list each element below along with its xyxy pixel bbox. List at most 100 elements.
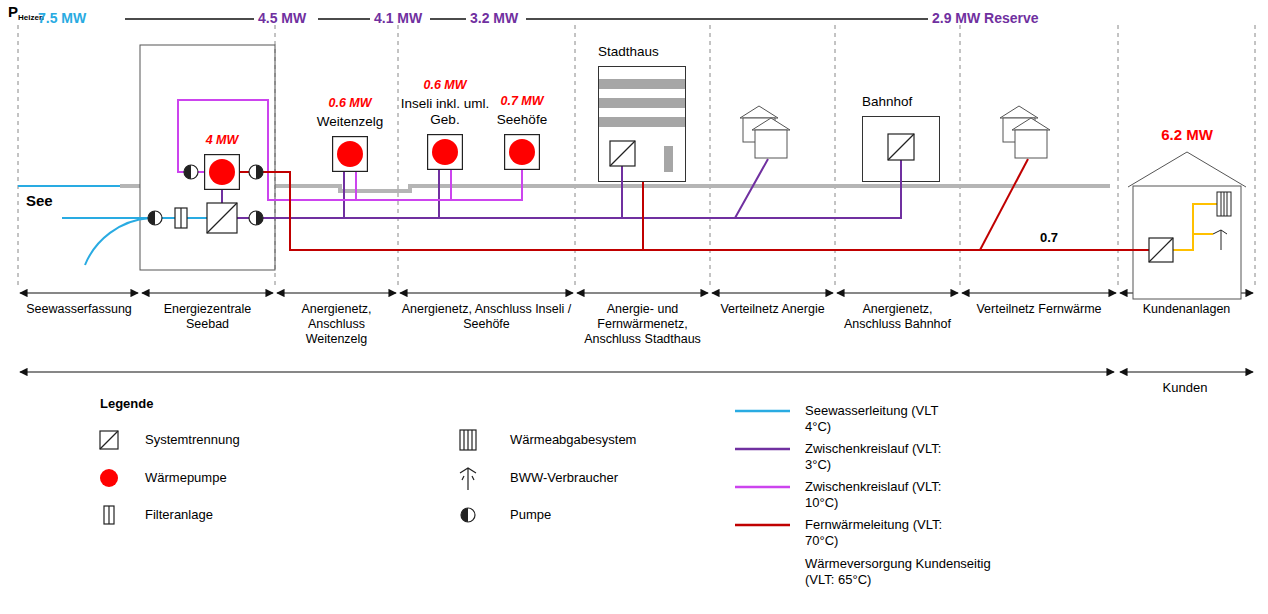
section-label: Anergie- und Fernwärmenetz, Anschluss St…	[577, 302, 708, 347]
district-heat-pipe	[980, 159, 1028, 250]
ground-line	[18, 185, 120, 187]
power-label: 3.2 MW	[470, 10, 518, 27]
heat-pump: 0.7 MW Seehöfe	[497, 94, 547, 170]
house	[752, 118, 790, 130]
fixture-symbol	[1213, 192, 1227, 250]
section-label: Verteilnetz Anergie	[712, 302, 833, 317]
section-divider	[710, 25, 711, 286]
power-label: 2.9 MW Reserve	[932, 10, 1039, 27]
legend-symbol	[463, 430, 464, 450]
customer-pipe	[1173, 204, 1217, 250]
district-heat-pipe	[240, 172, 643, 250]
district-heat-pipe	[980, 159, 1028, 250]
legend-swatch	[735, 486, 790, 489]
node-label: 4 MW	[206, 133, 239, 148]
heat-pump-circuit	[178, 100, 451, 200]
symbol	[599, 67, 686, 183]
heat-pump-symbol	[332, 136, 368, 172]
symbol	[333, 137, 368, 172]
symbol	[428, 135, 463, 170]
heat-pump-frame	[333, 137, 368, 172]
legend-swatch	[735, 410, 790, 413]
heat-pump: 0.6 MW Weitenzelg	[317, 96, 384, 172]
section-label: Kunden	[1140, 380, 1230, 396]
symbol	[863, 117, 940, 183]
power-label: 4.1 MW	[374, 10, 422, 27]
section-arrow	[577, 292, 708, 293]
symbol	[205, 155, 240, 190]
section-divider	[18, 25, 19, 286]
intermediate-pipe	[621, 166, 623, 182]
heat-pump-circle	[337, 141, 363, 167]
heat-pump-circuit	[178, 100, 522, 200]
symbol-box	[504, 134, 540, 170]
heat-exchanger-symbol	[888, 134, 914, 160]
window-band	[599, 79, 685, 89]
node-label: Seehöfe	[497, 112, 547, 128]
section-label: Anergienetz, Anschluss Weitenzelg	[277, 302, 396, 347]
section-arrow	[20, 371, 1114, 372]
section-arrow	[962, 292, 1116, 293]
house	[1015, 130, 1047, 158]
heat-exchanger-symbol	[1149, 238, 1173, 262]
legend-text: Zwischenkreislauf (VLT: 10°C)	[805, 479, 950, 510]
heat-pump-circle	[209, 159, 235, 185]
section-arrow	[1120, 371, 1253, 372]
heat-pump-circle	[432, 139, 458, 165]
node-label: Bahnhof	[862, 94, 912, 110]
pump-symbol	[184, 165, 191, 179]
symbol-box	[1127, 150, 1247, 300]
section-divider	[960, 25, 961, 286]
heat-exchanger-symbol	[610, 141, 635, 166]
heat-exchanger-symbol	[888, 134, 914, 160]
heat-exchanger-symbol	[207, 203, 237, 233]
building-outline	[862, 116, 940, 182]
legend-symbol	[104, 506, 114, 524]
house-wall	[1133, 186, 1241, 299]
heat-pump-frame	[205, 155, 240, 190]
section-divider	[18, 25, 1255, 286]
section-arrow	[837, 292, 958, 293]
pump-symbol	[249, 165, 263, 179]
ground-line	[18, 186, 1110, 191]
customer-house: 6.2 MW	[1127, 126, 1247, 300]
section-divider	[1255, 25, 1256, 286]
building-outline	[1127, 150, 1247, 300]
power-line	[125, 18, 928, 20]
power-label: 0.7 MW	[500, 94, 543, 109]
legend-swatch	[735, 448, 790, 451]
symbol-box	[598, 66, 686, 182]
pump-symbol	[256, 165, 263, 179]
symbol-box	[427, 134, 463, 170]
heat-pump-circle	[509, 139, 535, 165]
pump-symbol	[184, 165, 198, 179]
pump-symbol	[256, 211, 263, 225]
power-label: 7.5 MW	[38, 10, 86, 27]
section-arrow	[400, 292, 573, 293]
filter-symbol	[175, 208, 187, 228]
section-label: Kundenanlagen	[1120, 302, 1253, 317]
symbol-box	[862, 116, 940, 182]
power-label: 0.6 MW	[328, 96, 371, 111]
legend-swatches	[735, 411, 790, 525]
intermediate-pipe	[222, 159, 901, 218]
symbol	[1127, 152, 1246, 299]
heat-exchanger-symbol	[1149, 238, 1173, 262]
legend-text: Pumpe	[510, 507, 551, 523]
legend-symbol	[108, 506, 109, 524]
building: Bahnhof	[862, 94, 940, 182]
legend-symbol	[460, 430, 476, 450]
symbol	[505, 135, 540, 170]
legend-text: Wärmepumpe	[145, 470, 227, 486]
node-label: Weitenzelg	[317, 114, 384, 130]
section-label: Seewasserfassung	[20, 302, 138, 317]
intermediate-pipe	[344, 159, 768, 218]
filter-symbol	[175, 208, 187, 228]
heat-pump: 4 MW	[204, 133, 240, 190]
section-divider	[575, 25, 576, 286]
section-arrow	[142, 292, 273, 293]
house	[740, 106, 778, 118]
section-label: Anergienetz, Anschluss Bahnhof	[837, 302, 958, 332]
legend-symbol	[461, 508, 468, 522]
